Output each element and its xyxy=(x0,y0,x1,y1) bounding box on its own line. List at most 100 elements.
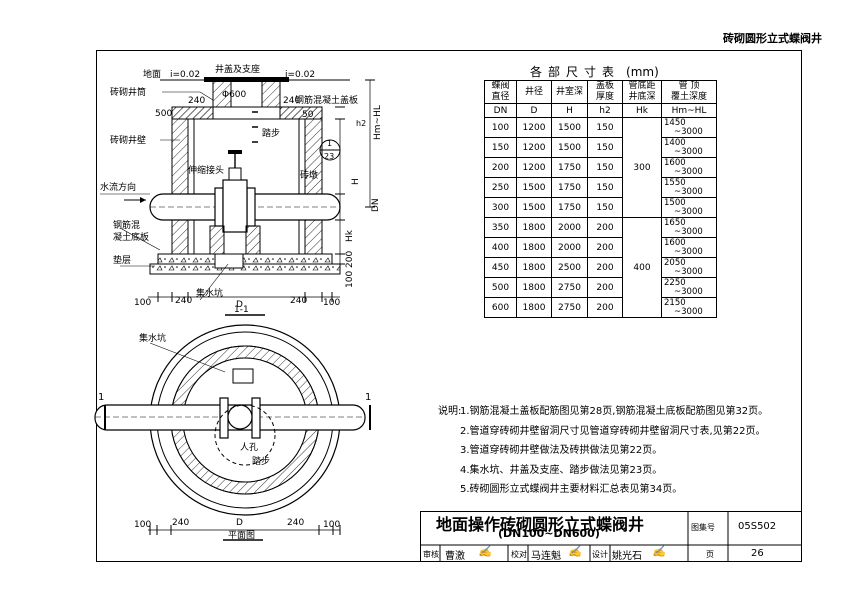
plan-cut-left: 1 xyxy=(98,392,104,403)
right-well-wall xyxy=(304,118,323,255)
dims-table-header: 蝶阀直径 井径 井室深 盖板厚度 管底距井底深 管 顶覆土深度 xyxy=(484,80,717,104)
label-v100: 100 xyxy=(345,271,355,288)
label-phi: Φ600 xyxy=(222,90,247,100)
note-item: 说明:1.钢筋混凝土盖板配筋图见第28页,钢筋混凝土底板配筋图见第32页。 xyxy=(438,402,768,422)
plan-label-manhole: 人孔 xyxy=(240,442,258,453)
design-name: 姚光石 xyxy=(612,551,642,562)
label-flow: 水流方向 xyxy=(100,181,136,193)
notes: 说明:1.钢筋混凝土盖板配筋图见第28页,钢筋混凝土底板配筋图见第32页。 2.… xyxy=(438,402,768,500)
note-item: 4.集水坑、井盖及支座、踏步做法见第23页。 xyxy=(460,464,663,476)
drawing-frame xyxy=(96,50,802,562)
label-500: 500 xyxy=(155,109,172,119)
th-h2: 盖板厚度 xyxy=(587,80,623,104)
label-joint: 伸缩接头 xyxy=(188,164,224,176)
cover-seat xyxy=(204,77,289,82)
flange-right xyxy=(246,187,256,227)
dims-table-unit: (mm) xyxy=(626,65,659,79)
label-step: 踏步 xyxy=(262,127,280,139)
label-sump: 集水坑 xyxy=(196,287,223,299)
drawing-header-title: 砖砌圆形立式蝶阀井 xyxy=(723,32,822,45)
plan-label-d: D xyxy=(236,518,243,528)
note-item: 3.管道穿砖砌井壁做法及砖拱做法见第22页。 xyxy=(460,445,663,456)
label-slope-right: i=0.02 xyxy=(285,70,315,80)
label-ref-page: 23 xyxy=(324,152,334,161)
plan-cut-right: 1 xyxy=(365,392,371,403)
title-block-grid xyxy=(420,511,801,562)
th-cover: 管 顶覆土深度 xyxy=(661,80,717,104)
dims-table-subheader: DN D H h2 Hk Hm~HL xyxy=(484,103,717,118)
note-item: 2.管道穿砖砌井壁留洞尺寸见管道穿砖砌井壁留洞尺寸表,见第22页。 xyxy=(460,425,766,437)
label-dn: DN xyxy=(371,198,381,212)
plan-b100b: 100 xyxy=(323,520,340,530)
label-b100a: 100 xyxy=(134,298,151,308)
label-240-right: 240 xyxy=(283,96,300,106)
label-ground: 地面 xyxy=(143,68,161,80)
plan-sump xyxy=(232,368,254,384)
brick-pier-right xyxy=(245,225,261,255)
label-cushion: 垫层 xyxy=(113,254,131,266)
label-slope-left: i=0.02 xyxy=(170,70,200,80)
cushion xyxy=(149,263,341,275)
label-cover-slab: 钢筋混凝土盖板 xyxy=(295,94,358,106)
label-hk: Hk xyxy=(345,229,355,242)
design-label: 设计 xyxy=(592,550,608,559)
plan-b100a: 100 xyxy=(134,520,151,530)
label-shaft: 砖砌井筒 xyxy=(110,86,146,98)
hk-group-2: 400 xyxy=(622,217,662,318)
title-block-title: 地面操作砖砌圆形立式蝶阀井 xyxy=(436,515,645,534)
sump xyxy=(214,253,244,269)
label-base-slab-1: 钢筋混 xyxy=(113,219,140,231)
label-50: 50 xyxy=(302,110,314,120)
title-block-subtitle: (DN100~DN600) xyxy=(498,527,600,540)
hk-group-1: 300 xyxy=(622,117,662,218)
label-ref-num: 1 xyxy=(327,139,332,148)
plan-label-sump: 集水坑 xyxy=(139,332,166,344)
page-number: 26 xyxy=(751,548,764,559)
notes-label: 说明: xyxy=(438,406,462,417)
check-label: 校对 xyxy=(511,550,527,559)
left-well-wall xyxy=(171,118,189,255)
check-signature: ✍ xyxy=(568,545,582,558)
plan-b240a: 240 xyxy=(172,518,189,528)
shaft-right-wall xyxy=(261,79,281,111)
check-name: 马连魁 xyxy=(531,551,561,562)
dims-table-title-text: 各部尺寸表 xyxy=(530,65,621,79)
label-v200: 200 xyxy=(345,251,355,268)
base-slab xyxy=(157,253,333,265)
review-signature: ✍ xyxy=(478,545,492,558)
label-b100b: 100 xyxy=(323,298,340,308)
butterfly-valve xyxy=(222,179,248,233)
atlas-label: 图集号 xyxy=(691,523,715,532)
label-h2: h2 xyxy=(356,119,366,128)
label-wall: 砖砌井壁 xyxy=(110,134,146,146)
label-b240a: 240 xyxy=(175,296,192,306)
label-hm: Hm~HL xyxy=(373,105,383,140)
title-block xyxy=(420,511,801,562)
th-hk: 管底距井底深 xyxy=(622,80,662,104)
label-brick-pier: 砖墩 xyxy=(300,169,318,181)
label-base-slab-2: 凝土底板 xyxy=(113,231,149,243)
plan-manhole xyxy=(214,404,276,466)
brick-pier-left xyxy=(209,225,225,255)
note-item: 5.砖砌圆形立式蝶阀井主要材料汇总表见第34页。 xyxy=(460,484,683,495)
label-240-left: 240 xyxy=(188,96,205,106)
th-dn: 蝶阀直径 xyxy=(484,80,517,104)
plan-section-label: 1-1 xyxy=(234,305,249,315)
dims-table: 蝶阀直径 井径 井室深 盖板厚度 管底距井底深 管 顶覆土深度 DN D H h… xyxy=(484,80,717,318)
atlas-number: 05S502 xyxy=(738,521,777,532)
flange-left xyxy=(214,187,224,227)
design-signature: ✍ xyxy=(652,545,666,558)
plan-b240b: 240 xyxy=(287,518,304,528)
review-label: 审核 xyxy=(423,550,439,559)
dims-table-title: 各部尺寸表 (mm) xyxy=(530,63,659,80)
page-label: 页 xyxy=(706,550,714,559)
